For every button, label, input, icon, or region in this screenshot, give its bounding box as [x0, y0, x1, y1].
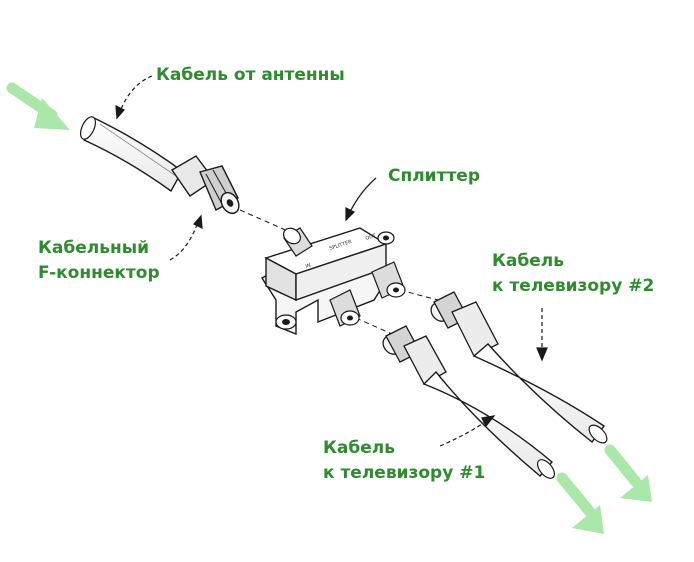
input-arrow — [6, 82, 70, 130]
output-arrow-tv1 — [556, 472, 604, 534]
tv2-cable-label-line2: к телевизору #2 — [492, 276, 655, 296]
splitter-in-marking: IN — [305, 263, 312, 270]
antenna-cable-label: Кабель от антенны — [156, 65, 345, 85]
tv2-connector — [430, 291, 499, 357]
f-connector-label-line1: Кабельный — [38, 238, 149, 258]
splitter: SPLITTER IN OUT — [261, 227, 406, 336]
alignment-lines — [239, 209, 439, 335]
f-connector-label-line2: F-коннектор — [38, 263, 160, 283]
output-arrow-tv2 — [604, 444, 652, 502]
tv2-cable-label-line1: Кабель — [492, 251, 564, 271]
splitter-out-marking: OUT — [365, 233, 378, 242]
splitter-label: Сплиттер — [388, 166, 480, 186]
antenna-cable — [79, 116, 183, 193]
tv1-cable-label-line1: Кабель — [323, 438, 395, 458]
tv1-cable-label-line2: к телевизору #1 — [323, 463, 486, 483]
leader-lines — [115, 75, 548, 447]
f-connector — [170, 155, 240, 215]
tv2-cable — [472, 343, 608, 444]
